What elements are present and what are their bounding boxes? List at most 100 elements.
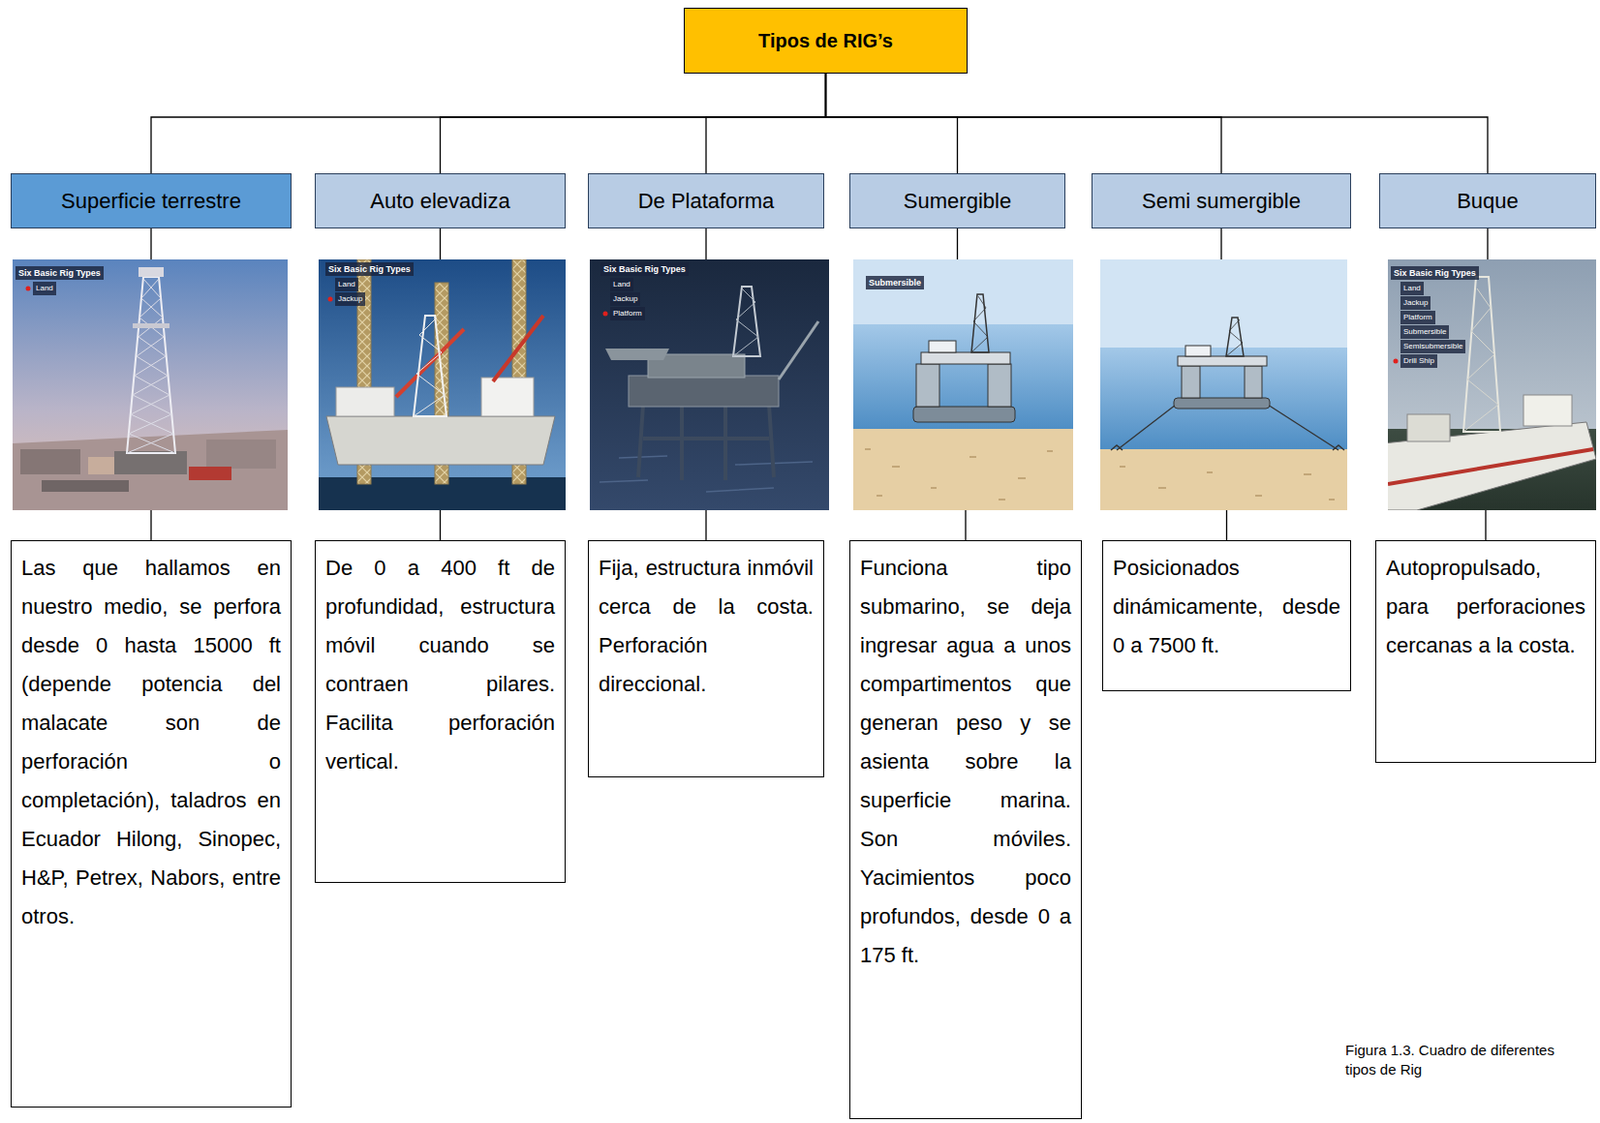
connector-line	[151, 73, 827, 174]
figure-caption: Figura 1.3. Cuadro de diferentes tipos d…	[1345, 1041, 1578, 1080]
derrick-lattice	[971, 296, 988, 353]
photo-label: Submersible	[1400, 325, 1449, 339]
column	[1244, 366, 1262, 399]
photo-label: Land	[610, 277, 634, 292]
photo-label: Platform	[1400, 310, 1436, 325]
deck-house	[1185, 345, 1211, 357]
anchor	[1332, 445, 1345, 451]
description-box: Fija, estructura inmóvil cerca de la cos…	[587, 540, 825, 778]
deck	[1177, 356, 1267, 367]
water	[853, 324, 1074, 431]
flare-boom	[778, 321, 819, 380]
selection-dot	[26, 286, 31, 292]
equipment	[41, 480, 129, 493]
node-text: Autopropulsado, para perforaciones cerca…	[1385, 549, 1586, 666]
column	[916, 364, 940, 407]
jackup-rig-photo	[318, 259, 566, 511]
category-box: Semi sumergible	[1091, 173, 1352, 229]
derrick-lattice	[1226, 319, 1243, 357]
description-box: Posicionados dinámicamente, desde 0 a 75…	[1102, 540, 1352, 692]
node-text: De Plataforma	[638, 187, 775, 215]
node-text: Semi sumergible	[1141, 187, 1301, 215]
selection-dot	[603, 311, 609, 317]
node-text: Fija, estructura inmóvil cerca de la cos…	[598, 549, 814, 705]
category-box: Sumergible	[849, 173, 1066, 229]
deck-house	[336, 387, 395, 417]
category-box: Superficie terrestre	[10, 173, 292, 229]
photo-label: Semisubmersible	[1400, 339, 1466, 354]
semisubmersible-rig-drawing	[1100, 259, 1348, 511]
seabed	[853, 429, 1074, 511]
crane	[492, 315, 544, 382]
column	[987, 364, 1012, 407]
derrick-lattice	[126, 278, 176, 454]
derrick-lattice	[1463, 288, 1499, 432]
anchor-line	[1116, 404, 1176, 451]
wave	[599, 456, 813, 493]
node-text: Las que hallamos en nuestro medio, se pe…	[21, 549, 281, 937]
platform-rig-photo	[589, 259, 830, 511]
category-box: Buque	[1379, 173, 1597, 229]
title-box: Tipos de RIG’s	[683, 7, 968, 74]
photo-label: Six Basic Rig Types	[1390, 266, 1479, 280]
column	[1181, 366, 1200, 399]
node-text: De 0 a 400 ft de profundidad, estructura…	[325, 549, 555, 782]
seabed	[1100, 449, 1348, 511]
monkey-board	[132, 323, 170, 329]
photo-label: Six Basic Rig Types	[600, 262, 689, 277]
jacket	[638, 404, 774, 481]
sky	[853, 259, 1074, 325]
photo-label: Jackup	[1400, 296, 1431, 310]
anchor	[1110, 445, 1123, 451]
derrick-lattice	[733, 288, 759, 357]
category-box: De Plataforma	[587, 173, 825, 229]
connector-line	[440, 73, 827, 174]
category-box: Auto elevadiza	[314, 173, 566, 229]
deck-house	[481, 377, 534, 417]
photo-label: Land	[335, 277, 359, 292]
node-text: Posicionados dinámicamente, desde 0 a 75…	[1112, 549, 1341, 666]
water	[1100, 347, 1348, 451]
submersible-rig-drawing	[853, 259, 1074, 511]
derrick	[1226, 317, 1244, 357]
seabed-texture	[864, 449, 1053, 500]
node-text: Buque	[1456, 187, 1519, 215]
waterline	[1387, 449, 1594, 485]
connector-line	[826, 73, 1223, 174]
node-text: Sumergible	[903, 187, 1012, 215]
hull	[326, 416, 555, 465]
pontoon	[1173, 398, 1270, 409]
photo-label: Six Basic Rig Types	[325, 262, 414, 277]
photo-label: Land	[32, 281, 57, 296]
sky	[318, 259, 566, 511]
photo-label: Land	[1400, 281, 1424, 296]
substructure	[114, 451, 187, 475]
selection-dot	[1393, 359, 1399, 365]
node-text: Funciona tipo submarino, se deja ingresa…	[860, 549, 1072, 976]
node-text: Auto elevadiza	[369, 187, 510, 215]
pontoon	[913, 406, 1016, 423]
derrick-lattice	[413, 317, 445, 417]
ground	[12, 430, 288, 511]
description-box: Las que hallamos en nuestro medio, se pe…	[10, 540, 292, 1108]
description-box: Funciona tipo submarino, se deja ingresa…	[849, 540, 1082, 1120]
sky	[12, 259, 288, 511]
photo-label: Jackup	[610, 292, 641, 307]
anchor-line	[1267, 404, 1339, 451]
photo-label: Jackup	[335, 292, 366, 307]
description-box: De 0 a 400 ft de profundidad, estructura…	[314, 540, 566, 884]
superstructure	[1407, 414, 1450, 442]
deck-house	[928, 340, 956, 353]
derrick	[126, 276, 176, 454]
land-rig-photo	[12, 259, 288, 511]
photo-label: Drill Ship	[1400, 354, 1438, 369]
connector-line	[826, 73, 958, 174]
helideck	[605, 348, 670, 361]
derrick	[733, 286, 761, 357]
node-text: Tipos de RIG’s	[758, 29, 893, 53]
sky	[1100, 259, 1348, 348]
equipment	[206, 439, 277, 469]
deck	[921, 352, 1011, 365]
connector-line	[706, 73, 827, 174]
